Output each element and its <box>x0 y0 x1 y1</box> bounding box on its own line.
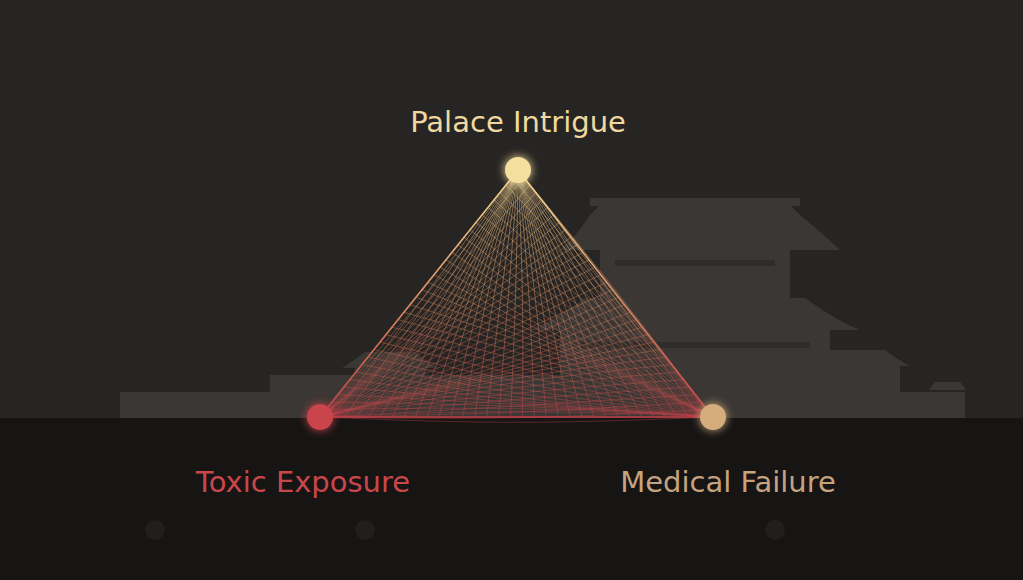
connector-line <box>333 416 700 418</box>
thread-line <box>451 170 518 416</box>
thread-line <box>518 170 665 417</box>
thread-line <box>320 297 618 417</box>
thread-line <box>518 170 689 418</box>
apex-dot: Palace Intrigue <box>505 157 531 183</box>
thread-line <box>320 417 713 422</box>
left-dot: Toxic Exposure <box>307 404 333 430</box>
thread-line <box>368 170 518 418</box>
node-label: Toxic Exposure <box>196 465 410 499</box>
connector-line <box>526 180 705 407</box>
thread-line <box>518 170 523 418</box>
faint-marks <box>145 520 785 540</box>
thread-line <box>320 412 713 417</box>
right-dot: Medical Failure <box>700 404 726 430</box>
thread-line <box>356 372 713 417</box>
node-label: Palace Intrigue <box>410 105 626 139</box>
connector-line <box>328 180 510 407</box>
thread-line <box>518 170 630 416</box>
thread-line <box>356 170 518 418</box>
thread-line <box>518 170 713 418</box>
thread-line <box>518 170 653 416</box>
node-label: Medical Failure <box>620 465 836 499</box>
thread-line <box>518 170 701 418</box>
thread-line <box>326 408 713 417</box>
thread-line <box>518 170 677 417</box>
thread-line <box>518 170 582 417</box>
ground <box>0 418 1023 580</box>
thread-line <box>518 170 594 417</box>
thread-mesh <box>320 170 713 422</box>
thread-line <box>518 170 642 416</box>
